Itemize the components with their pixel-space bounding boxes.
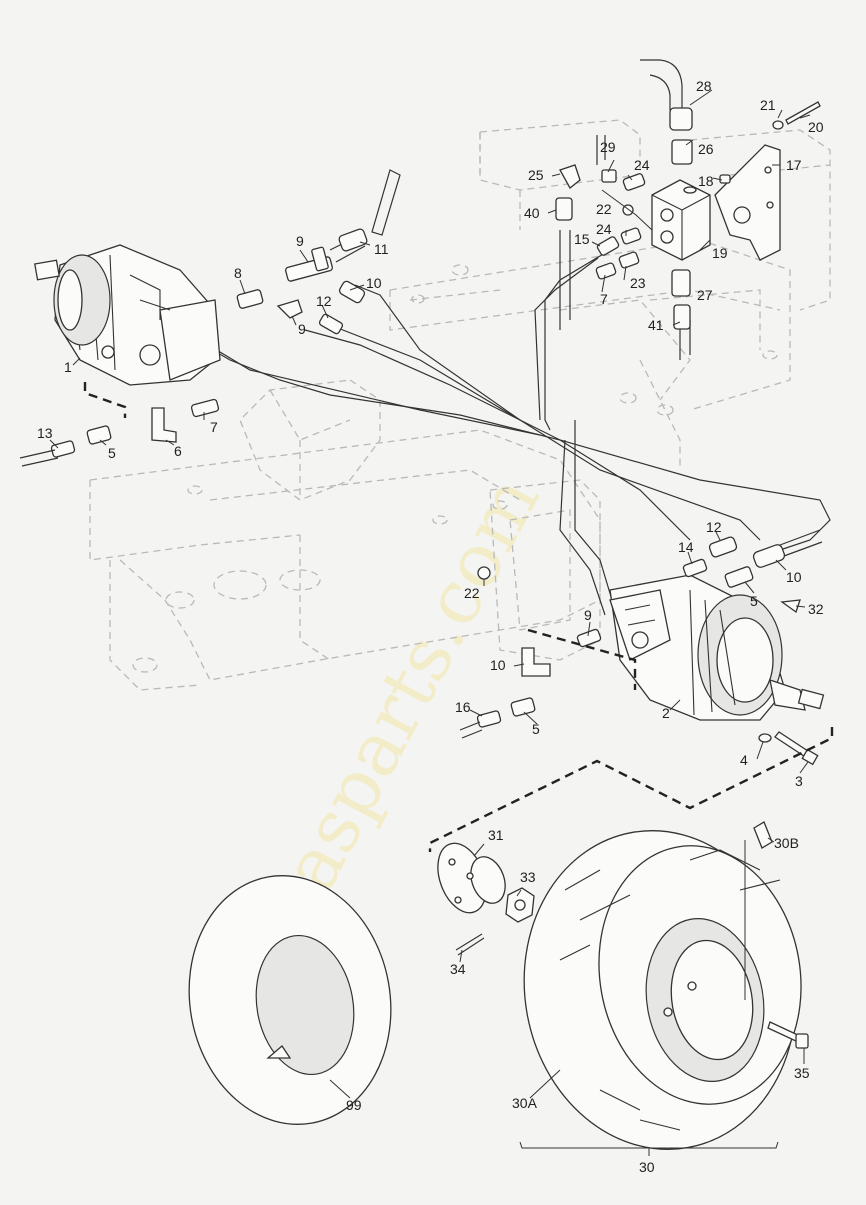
- callout-labels: 1 2 3 4 5 5 5 6 7 7 8 9 9 9 10 10 10 11 …: [37, 78, 824, 1175]
- callout-8: 8: [234, 265, 242, 281]
- callout-24-mid: 24: [596, 221, 612, 237]
- callout-5-right: 5: [750, 593, 758, 609]
- callout-5-bottom: 5: [532, 721, 540, 737]
- valve-stem[interactable]: [753, 821, 773, 849]
- callout-15: 15: [574, 231, 590, 247]
- callout-26: 26: [698, 141, 714, 157]
- callout-7-top: 7: [600, 291, 608, 307]
- callout-9-mid: 9: [298, 321, 306, 337]
- callout-7-left: 7: [210, 419, 218, 435]
- callout-6: 6: [174, 443, 182, 459]
- callout-25: 25: [528, 167, 544, 183]
- callout-40: 40: [524, 205, 540, 221]
- callout-41: 41: [648, 317, 664, 333]
- callout-4: 4: [740, 752, 748, 768]
- assembly-reference-lines: [83, 382, 834, 852]
- callout-9-top: 9: [296, 233, 304, 249]
- callout-14: 14: [678, 539, 694, 555]
- callout-35: 35: [794, 1065, 810, 1081]
- hydraulic-lines: [177, 59, 831, 616]
- callout-13: 13: [37, 425, 53, 441]
- callout-32: 32: [808, 601, 824, 617]
- fittings[interactable]: [19, 101, 823, 766]
- callout-99: 99: [346, 1097, 362, 1113]
- callout-28: 28: [696, 78, 712, 94]
- callout-10-right: 10: [786, 569, 802, 585]
- tire-assembly[interactable]: [499, 809, 821, 1171]
- callout-21: 21: [760, 97, 776, 113]
- callout-3: 3: [795, 773, 803, 789]
- valve-block[interactable]: [651, 179, 711, 261]
- callout-18: 18: [698, 173, 714, 189]
- callout-10-bottom: 10: [490, 657, 506, 673]
- right-hydraulic-motor[interactable]: [609, 574, 825, 721]
- callout-16: 16: [455, 699, 471, 715]
- left-hydraulic-motor[interactable]: [34, 244, 221, 386]
- callout-30B: 30B: [774, 835, 799, 851]
- callout-17: 17: [786, 157, 802, 173]
- callout-24-top: 24: [634, 157, 650, 173]
- hub-nut[interactable]: [505, 887, 535, 923]
- callout-12-right: 12: [706, 519, 722, 535]
- lug-bolt[interactable]: [767, 1021, 809, 1049]
- callout-20: 20: [808, 119, 824, 135]
- callout-5-left: 5: [108, 445, 116, 461]
- callout-10-top: 10: [366, 275, 382, 291]
- callout-31: 31: [488, 827, 504, 843]
- mounting-bracket[interactable]: [714, 144, 781, 261]
- callout-11: 11: [374, 241, 389, 257]
- callout-9-right: 9: [584, 607, 592, 623]
- callout-2: 2: [662, 705, 670, 721]
- leader-lines: [49, 89, 811, 1156]
- callout-22-top: 22: [596, 201, 612, 217]
- callout-22-bottom: 22: [464, 585, 480, 601]
- callout-27: 27: [697, 287, 713, 303]
- callout-29: 29: [600, 139, 616, 155]
- callout-12-top: 12: [316, 293, 332, 309]
- callout-30: 30: [639, 1159, 655, 1175]
- callout-30A: 30A: [512, 1095, 538, 1111]
- wheel-hub[interactable]: [429, 837, 511, 920]
- callout-33: 33: [520, 869, 536, 885]
- callout-34: 34: [450, 961, 466, 977]
- inner-tube[interactable]: [170, 860, 410, 1141]
- callout-1: 1: [64, 359, 72, 375]
- callout-23: 23: [630, 275, 646, 291]
- cotter-pin[interactable]: [455, 933, 485, 956]
- callout-19: 19: [712, 245, 728, 261]
